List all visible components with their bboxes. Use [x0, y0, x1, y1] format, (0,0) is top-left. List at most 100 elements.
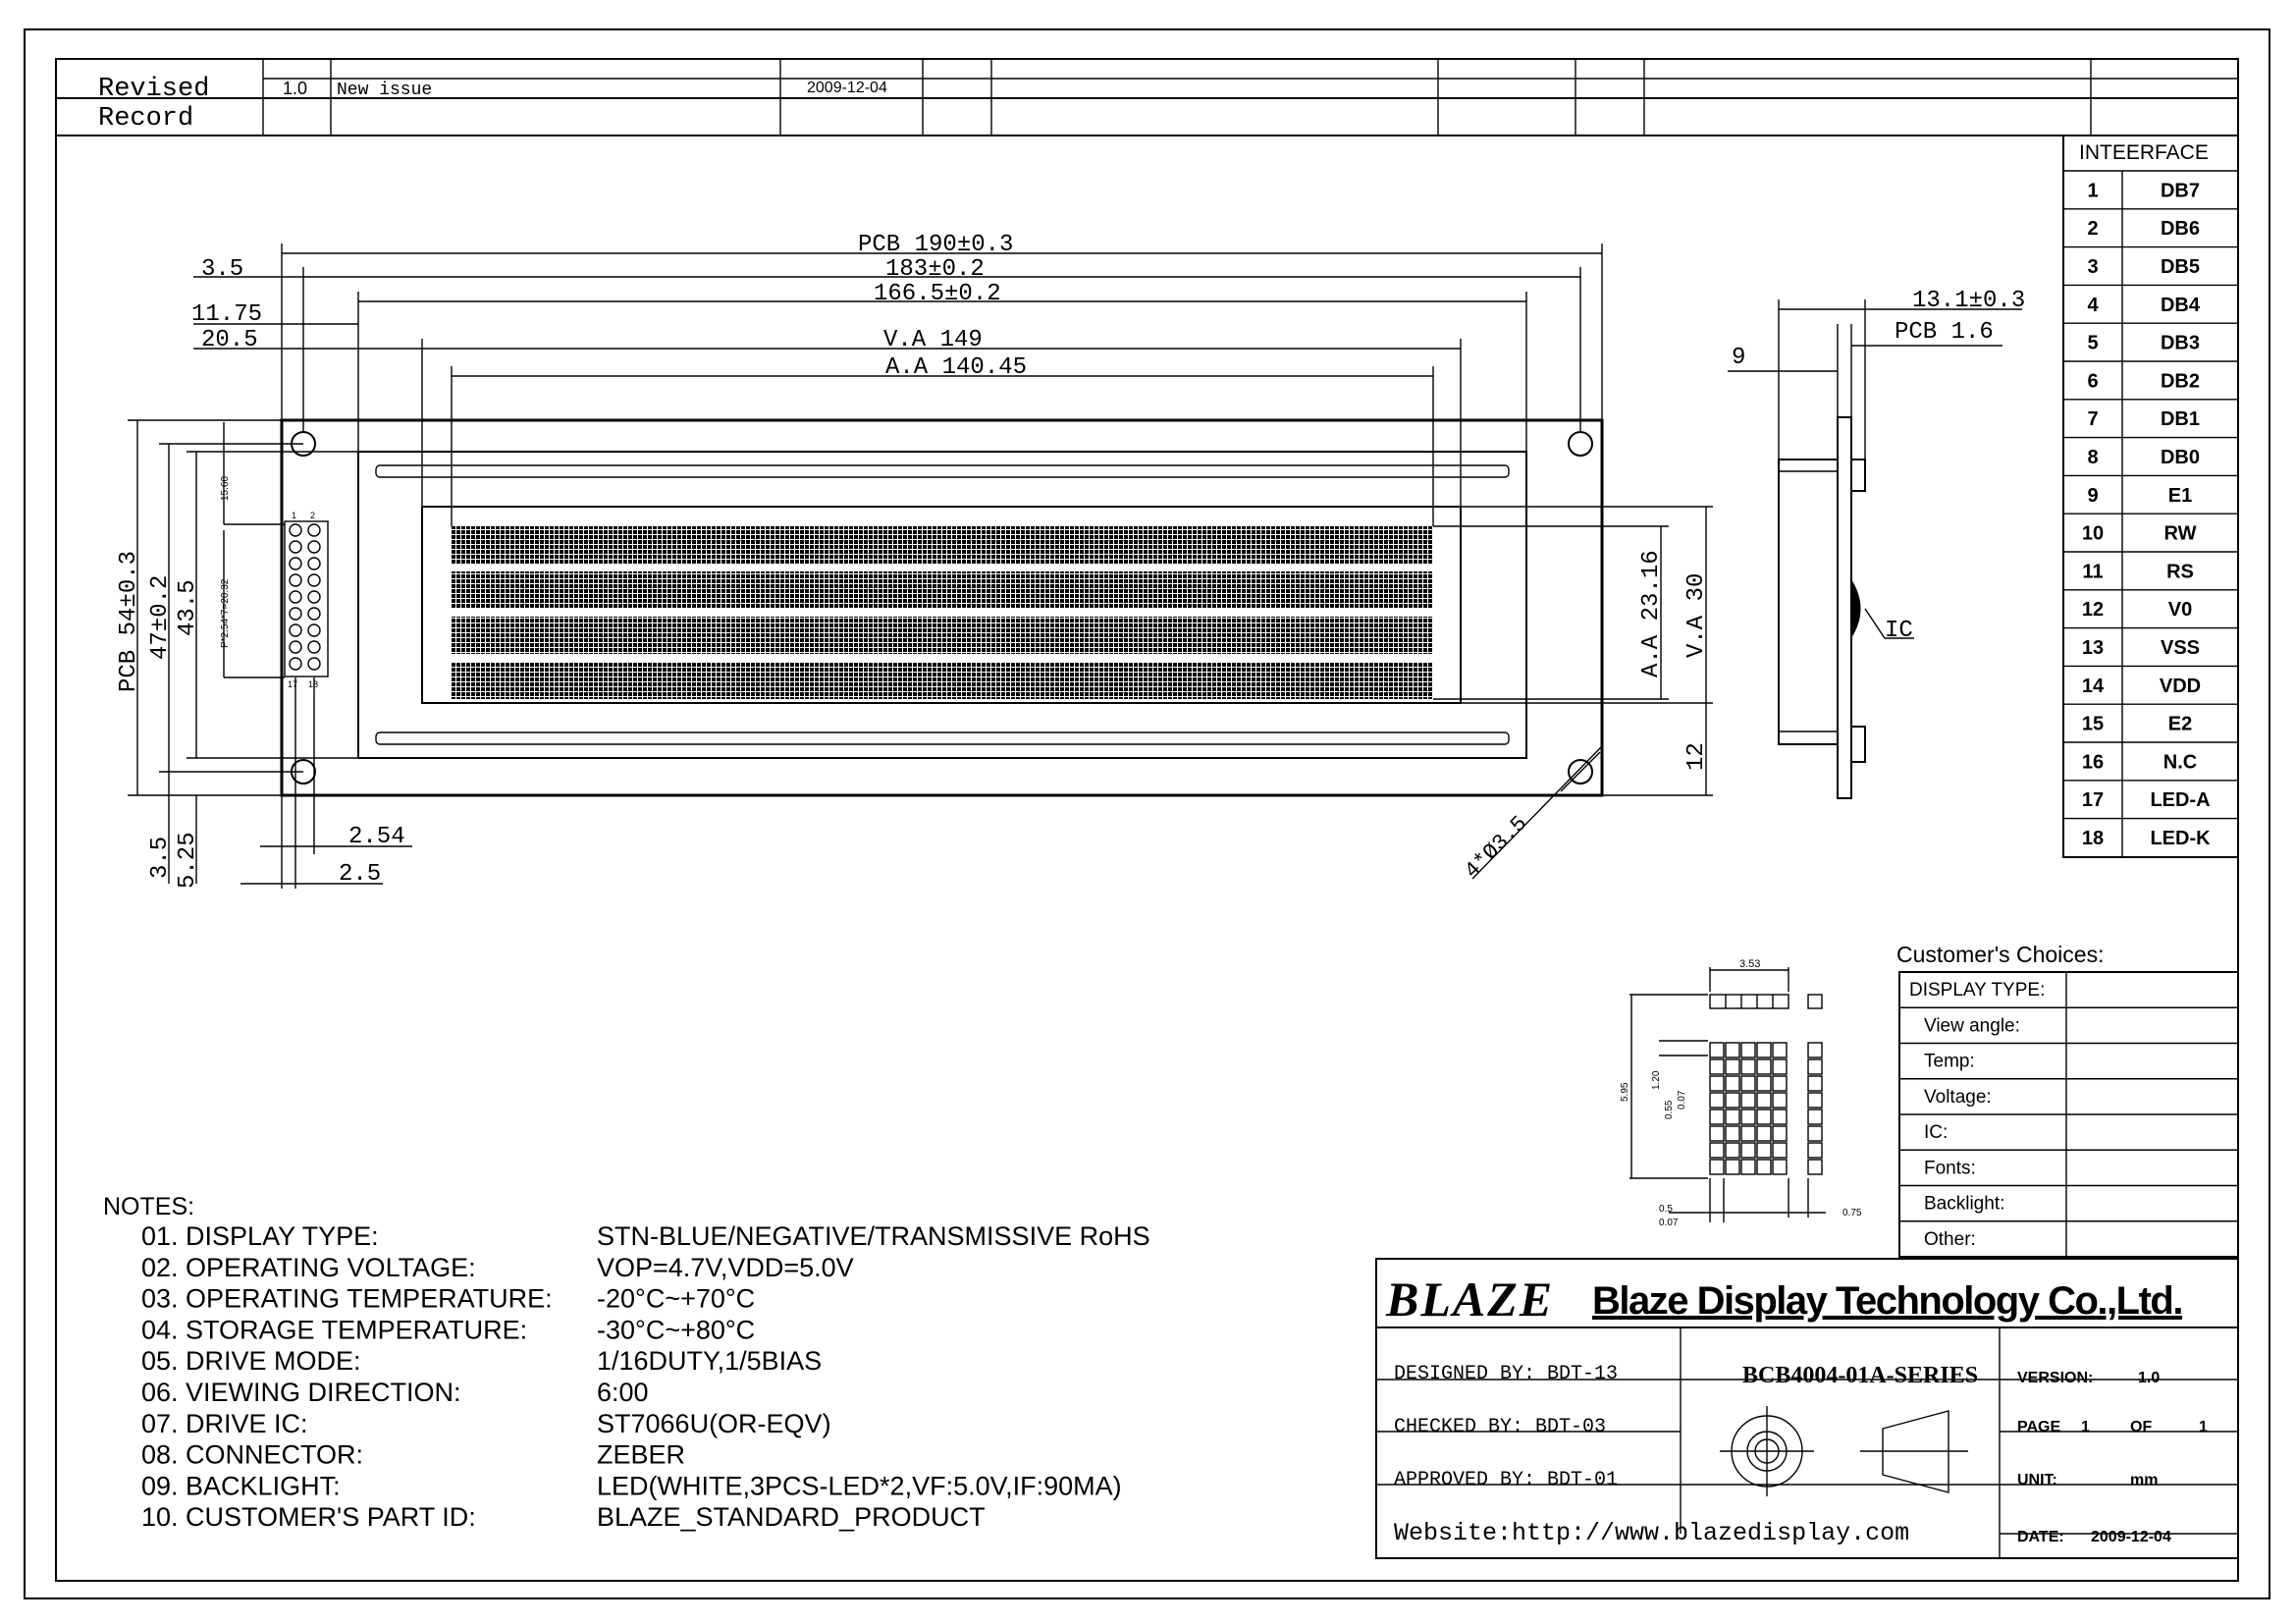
interface-pin-name: LED-K: [2150, 828, 2211, 849]
note-key: 08. CONNECTOR:: [141, 1440, 363, 1470]
choice-label: Fonts:: [1924, 1158, 1976, 1178]
svg-text:3.53: 3.53: [1739, 958, 1760, 970]
svg-text:0.07: 0.07: [1659, 1218, 1679, 1228]
choice-label: View angle:: [1924, 1015, 2020, 1036]
dim-hole-v-span: 47±0.2: [147, 575, 174, 660]
note-value: STN-BLUE/NEGATIVE/TRANSMISSIVE RoHS: [597, 1221, 1150, 1251]
interface-pin-name: E1: [2168, 485, 2192, 507]
interface-pin-no: 8: [2087, 447, 2098, 468]
note-value: 6:00: [597, 1378, 649, 1407]
svg-text:1: 1: [292, 511, 296, 520]
projection-symbol-icon: [1720, 1406, 1968, 1496]
interface-pin-name: N.C: [2163, 751, 2197, 773]
note-key: 06. VIEWING DIRECTION:: [141, 1378, 461, 1407]
note-key: 03. OPERATING TEMPERATURE:: [141, 1284, 553, 1314]
note-key: 10. CUSTOMER'S PART ID:: [141, 1502, 476, 1532]
interface-pin-name: VDD: [2160, 676, 2201, 697]
note-value: -30°C~+80°C: [597, 1315, 755, 1344]
outer-border: [24, 28, 2270, 1599]
part-number: BCB4004-01A-SERIES: [1742, 1363, 1978, 1388]
date-label: DATE:: [2017, 1529, 2064, 1545]
revision-title-2: Record: [98, 104, 193, 134]
interface-pin-name: DB0: [2161, 447, 2200, 468]
interface-pin-name: DB1: [2161, 408, 2200, 430]
unit-label: UNIT:: [2017, 1472, 2057, 1489]
interface-pin-no: 13: [2082, 637, 2104, 659]
version-label: VERSION:: [2017, 1370, 2093, 1386]
ic-blob: [1851, 579, 1861, 638]
interface-pin-no: 17: [2082, 789, 2104, 811]
dim-pcb-width: PCB 190±0.3: [858, 232, 1013, 258]
interface-pin-name: DB3: [2161, 333, 2200, 354]
dim-side-pcb: PCB 1.6: [1895, 319, 1994, 346]
interface-pin-no: 6: [2087, 370, 2098, 392]
choice-label: DISPLAY TYPE:: [1909, 980, 2045, 1001]
svg-text:0.07: 0.07: [1677, 1090, 1687, 1110]
choice-label: IC:: [1924, 1122, 1948, 1143]
mounting-hole: [1568, 431, 1593, 457]
logo: BLAZE: [1385, 1272, 1554, 1326]
company-name: Blaze Display Technology Co.,Ltd.: [1592, 1279, 2182, 1323]
note-key: 04. STORAGE TEMPERATURE:: [141, 1315, 527, 1344]
interface-pin-no: 7: [2087, 408, 2098, 430]
choice-label: Other:: [1924, 1229, 1976, 1250]
page-of: OF: [2130, 1419, 2152, 1435]
note-value: ZEBER: [597, 1440, 685, 1470]
choice-label: Backlight:: [1924, 1194, 2004, 1215]
svg-text:18: 18: [308, 679, 318, 689]
mounting-hole: [1568, 759, 1593, 785]
interface-pin-name: DB2: [2161, 370, 2200, 392]
date-value: 2009-12-04: [2091, 1529, 2171, 1545]
svg-text:P*2.54*7=20.32: P*2.54*7=20.32: [220, 578, 231, 648]
interface-title: INTEERFACE: [2079, 141, 2209, 164]
active-area: [452, 526, 1433, 699]
note-key: 01. DISPLAY TYPE:: [141, 1221, 379, 1251]
viewing-area: [421, 506, 1462, 704]
note-value: 1/16DUTY,1/5BIAS: [597, 1346, 822, 1376]
dim-side-offset: 9: [1732, 345, 1745, 371]
dim-pin-offset: 2.5: [339, 861, 381, 888]
dim-offset-va: 20.5: [201, 327, 258, 353]
notes-title: NOTES:: [103, 1193, 194, 1220]
dim-offset-hole: 3.5: [201, 256, 243, 283]
svg-text:1.20: 1.20: [1651, 1070, 1662, 1090]
dim-va-width: V.A 149: [883, 327, 983, 353]
notes: NOTES: 01. DISPLAY TYPE: STN-BLUE/NEGATIV…: [103, 1193, 1150, 1532]
dim-va-height: V.A 30: [1683, 573, 1710, 658]
note-value: BLAZE_STANDARD_PRODUCT: [597, 1502, 986, 1532]
dim-offset-bezel: 11.75: [191, 301, 262, 328]
ic-label: IC: [1885, 618, 1913, 644]
character-detail: 3.53 5.95 1.20 0.55 0.07 0.5 0.07 0.75: [1620, 958, 1862, 1228]
choice-label: Temp:: [1924, 1052, 1975, 1072]
side-view: IC 13.1±0.3 PCB 1.6 9: [1728, 288, 2025, 799]
interface-pin-no: 2: [2087, 218, 2098, 240]
version-value: 1.0: [2138, 1370, 2160, 1386]
front-view: 1 2 17 18 15.60 P*2.54*7=20.32: [116, 232, 1713, 889]
connector-pins: 1 2 17 18 15.60 P*2.54*7=20.32: [220, 422, 329, 689]
svg-text:5.95: 5.95: [1620, 1082, 1630, 1102]
unit-value: mm: [2130, 1472, 2158, 1489]
interface-pin-no: 1: [2087, 180, 2098, 201]
svg-text:2: 2: [310, 511, 315, 520]
interface-pin-name: DB5: [2161, 256, 2200, 278]
interface-pin-name: LED-A: [2150, 789, 2210, 811]
interface-pin-name: DB7: [2161, 180, 2200, 201]
interface-pin-no: 16: [2082, 751, 2104, 773]
dim-hole-dia: 4*Ø3.5: [1460, 811, 1532, 884]
dim-bezel-width: 166.5±0.2: [874, 281, 1001, 307]
note-key: 05. DRIVE MODE:: [141, 1346, 361, 1376]
revision-version: 1.0: [283, 79, 307, 98]
note-key: 02. OPERATING VOLTAGE:: [141, 1253, 476, 1282]
horizontal-dims: PCB 190±0.3 183±0.2 166.5±0.2 V.A 149 A.…: [191, 232, 1603, 526]
page-number: 1: [2081, 1419, 2090, 1435]
revision-title: Revised: [98, 75, 209, 104]
interface-pin-name: VSS: [2161, 637, 2200, 659]
page-total: 1: [2199, 1419, 2208, 1435]
interface-pin-no: 15: [2082, 714, 2104, 735]
interface-pin-no: 14: [2082, 676, 2105, 697]
revision-block: Revised Record 1.0 New issue 2009-12-04: [56, 59, 2238, 136]
svg-text:17: 17: [288, 679, 297, 689]
page-label: PAGE: [2017, 1419, 2060, 1435]
